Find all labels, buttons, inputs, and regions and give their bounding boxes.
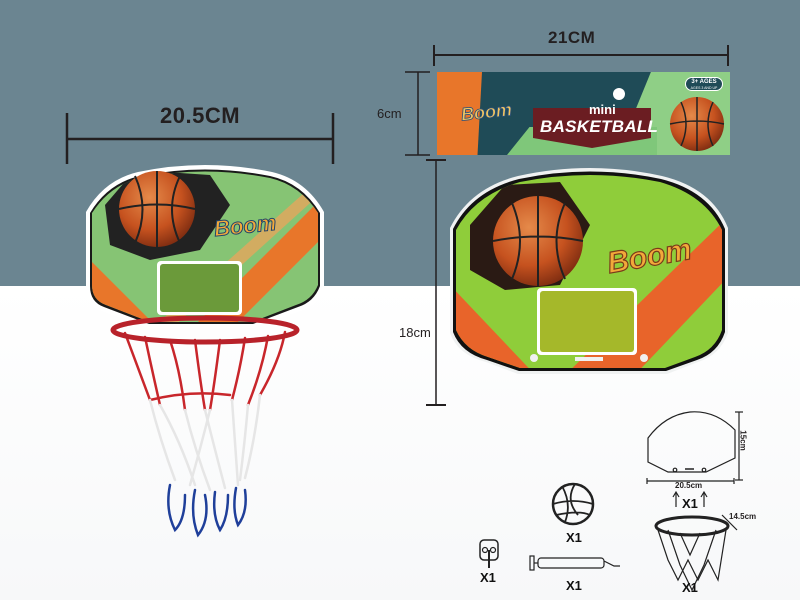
package-width-label: 21CM (548, 28, 596, 47)
package-title-mini: mini (589, 102, 616, 117)
age-badge-line2: AGES 3 AND UP (690, 86, 718, 90)
package-ball (669, 97, 725, 151)
qty-ball: X1 (566, 530, 582, 545)
qty-rim: X1 (682, 580, 698, 595)
board-height-label: 18cm (399, 325, 431, 340)
package-header-card: Boom mini BASKETBALL 3+ AGES AGES 3 AND … (437, 72, 730, 155)
diagram-rim-width-label: 14.5cm (729, 512, 757, 521)
hang-hole (613, 88, 625, 100)
package-boom-text: Boom (460, 99, 514, 125)
left-width-label: 20.5CM (160, 103, 241, 128)
age-badge-line1: 3+ AGES (691, 79, 717, 85)
diagram-board-height-label: 15cm (738, 430, 748, 451)
package-title-basketball: BASKETBALL (540, 117, 659, 136)
qty-pump: X1 (566, 578, 582, 593)
package-height-label: 6cm (377, 106, 402, 121)
package-title-plate (533, 108, 651, 148)
age-badge: 3+ AGES AGES 3 AND UP (685, 77, 723, 91)
diagram-board-width-label: 20.5cm (675, 481, 703, 490)
qty-board: X1 (682, 496, 698, 511)
qty-hook: X1 (480, 570, 496, 585)
